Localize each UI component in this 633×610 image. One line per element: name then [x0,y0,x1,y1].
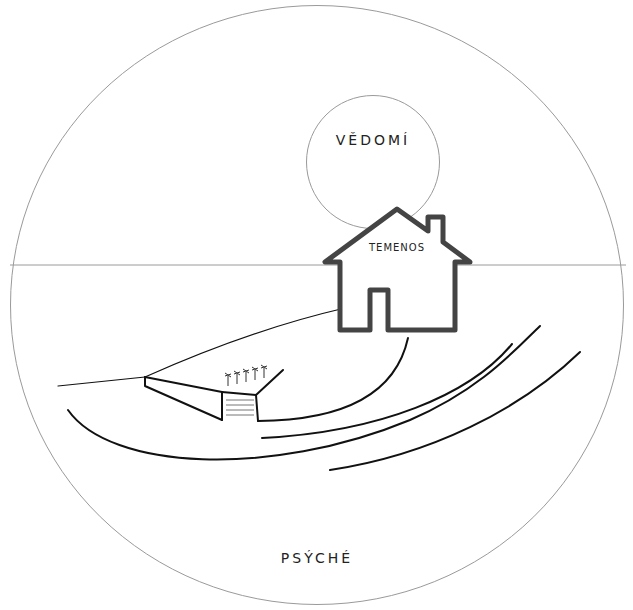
consciousness-circle: VĚDOMÍ [306,95,440,229]
house-shape [325,209,470,330]
circle-shape [11,6,624,605]
circle-shape [307,96,440,229]
temenos-house: TEMENOS [322,205,472,335]
circle-outline [306,95,440,229]
landscape-lines [58,308,580,470]
house-outline [322,205,472,335]
node-label: PSÝCHÉ [217,550,417,566]
node-label: TEMENOS [347,242,447,253]
node-label: VĚDOMÍ [306,132,440,148]
psyche-circle: PSÝCHÉ VĚDOMÍ TEMENOS [10,5,624,605]
stairs-symbol [226,400,254,415]
horizon-line [10,265,626,266]
tree-symbols [225,365,267,386]
circle-outline [10,5,624,605]
